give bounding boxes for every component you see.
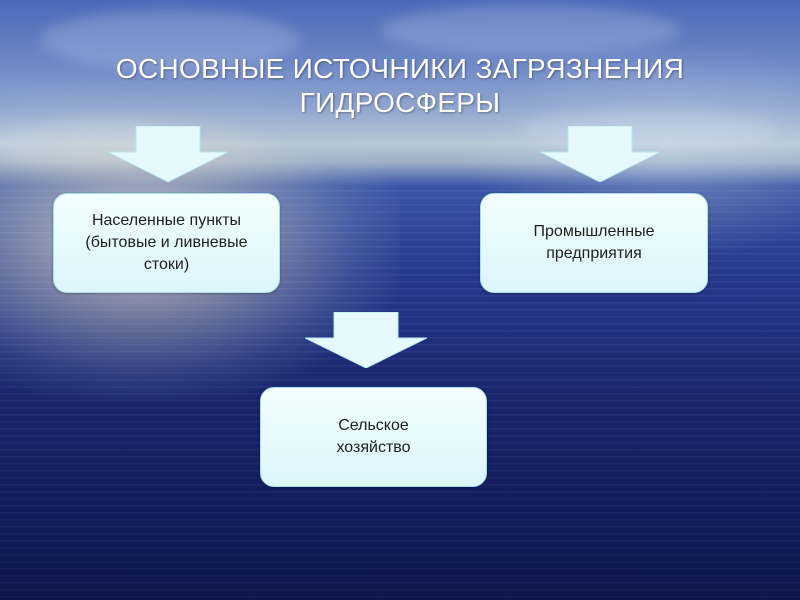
slide-title: ОСНОВНЫЕ ИСТОЧНИКИ ЗАГРЯЗНЕНИЯ ГИДРОСФЕР… (60, 52, 740, 120)
source-label-agriculture: Сельское хозяйство (336, 417, 411, 456)
source-box-settlements: Населенные пункты (бытовые и ливневые ст… (53, 193, 280, 293)
down-arrow-icon (305, 312, 427, 368)
source-label-industry: Промышленные предприятия (533, 223, 655, 262)
source-box-industry: Промышленные предприятия (480, 193, 708, 293)
source-label-settlements: Населенные пункты (бытовые и ливневые ст… (85, 212, 248, 273)
down-arrow-icon (108, 126, 228, 182)
down-arrow-icon (540, 126, 660, 182)
cloud (380, 5, 680, 55)
cloud (40, 10, 300, 70)
slide-title-text: ОСНОВНЫЕ ИСТОЧНИКИ ЗАГРЯЗНЕНИЯ ГИДРОСФЕР… (115, 53, 685, 118)
source-box-agriculture: Сельское хозяйство (260, 387, 487, 487)
cloud (520, 110, 780, 150)
